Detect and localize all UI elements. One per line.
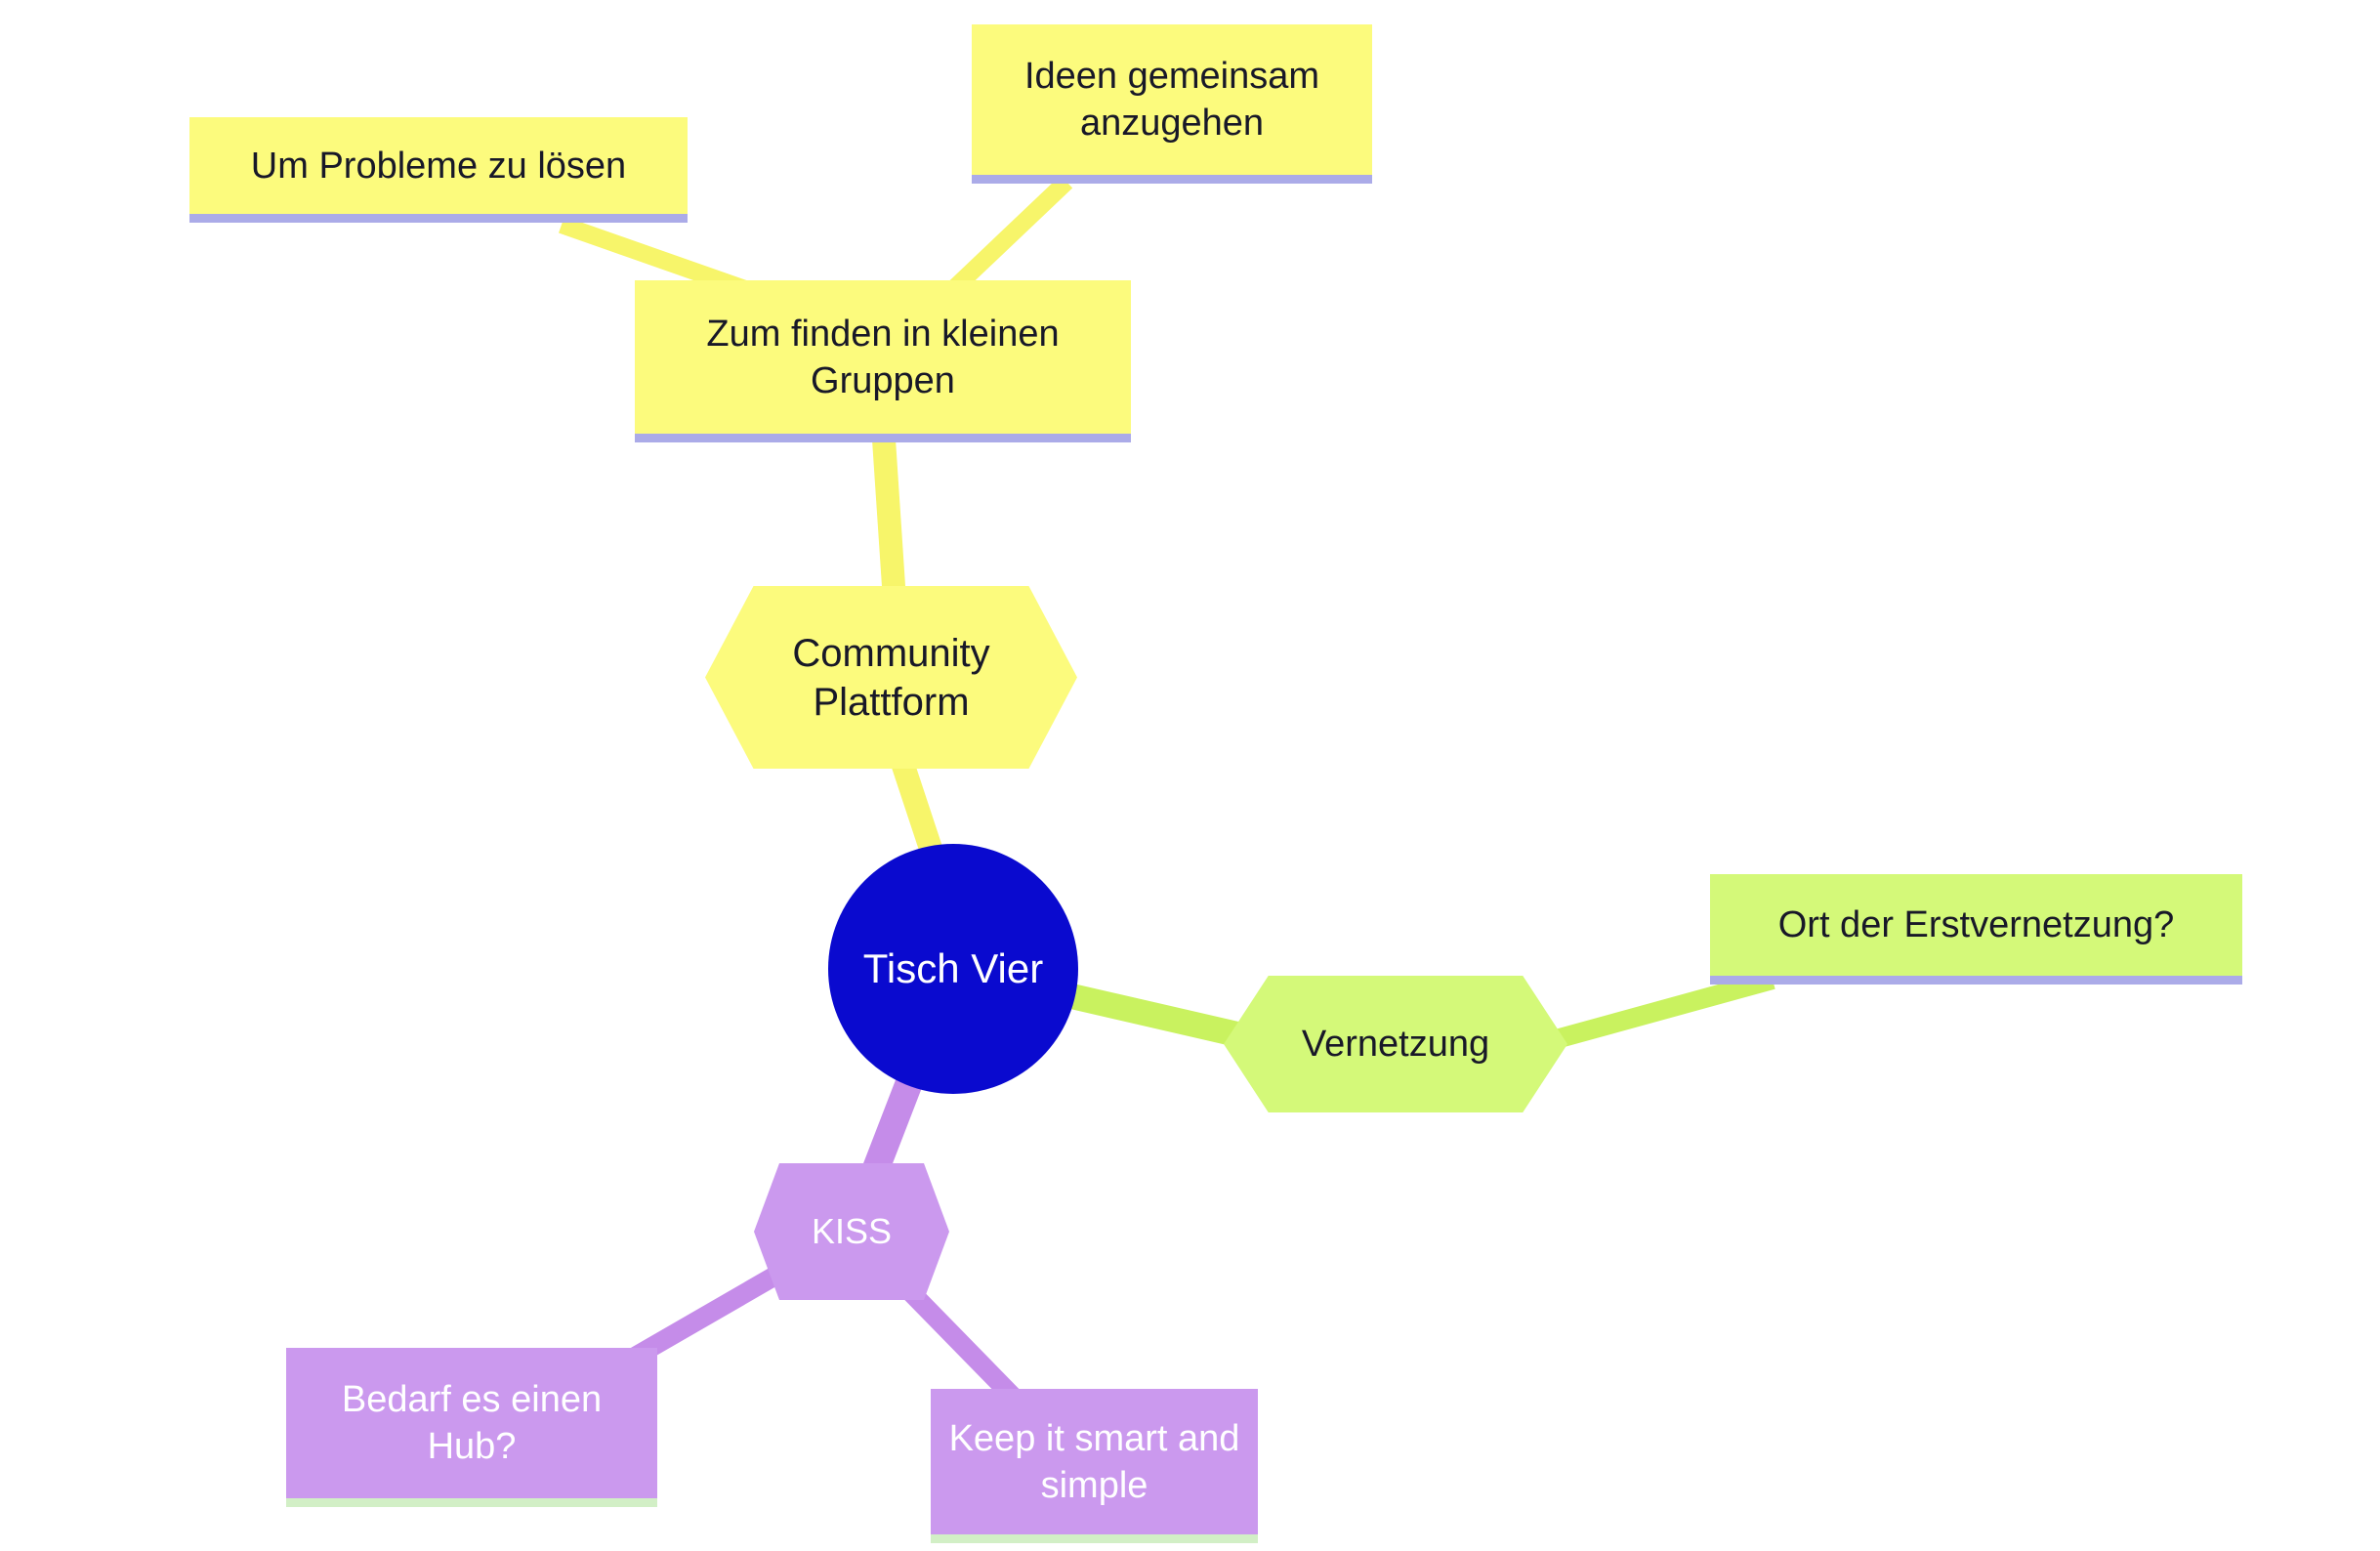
node-label: Bedarf es einen Hub? — [341, 1379, 603, 1467]
node-bedarf-es-einen-hub[interactable]: Bedarf es einen Hub? — [286, 1348, 657, 1507]
node-ideen-gemeinsam-anzugehen[interactable]: Ideen gemeinsam anzugehen — [972, 24, 1372, 184]
node-label: Vernetzung — [1301, 1024, 1490, 1065]
node-ort-der-erstvernetzung[interactable]: Ort der Erstvernetzung? — [1710, 874, 2242, 985]
node-community-plattform[interactable]: Community Plattform — [705, 586, 1077, 769]
node-vernetzung[interactable]: Vernetzung — [1224, 976, 1567, 1112]
node-label: Um Probleme zu lösen — [250, 145, 627, 187]
node-keep-it-smart-and-simple[interactable]: Keep it smart and simple — [931, 1389, 1258, 1543]
node-label: Keep it smart and simple — [948, 1417, 1240, 1506]
node-kiss[interactable]: KISS — [754, 1163, 949, 1300]
edge-zumfinden-community — [872, 439, 906, 602]
node-um-probleme-zu-loesen[interactable]: Um Probleme zu lösen — [189, 117, 688, 223]
node-label: Zum finden in kleinen Gruppen — [706, 313, 1060, 401]
edge-ideen-zumfinden — [942, 175, 1073, 300]
node-label: Community Plattform — [792, 631, 990, 724]
node-zum-finden-in-kleinen-gruppen[interactable]: Zum finden in kleinen Gruppen — [635, 280, 1131, 442]
node-center-tisch-vier[interactable]: Tisch Vier — [828, 844, 1078, 1094]
node-label: Ideen gemeinsam anzugehen — [1023, 56, 1320, 144]
edge-vernetzung-ort — [1535, 970, 1775, 1054]
node-label: Ort der Erstvernetzung? — [1777, 904, 2175, 945]
node-label: KISS — [811, 1211, 893, 1251]
node-label: Tisch Vier — [862, 945, 1044, 991]
